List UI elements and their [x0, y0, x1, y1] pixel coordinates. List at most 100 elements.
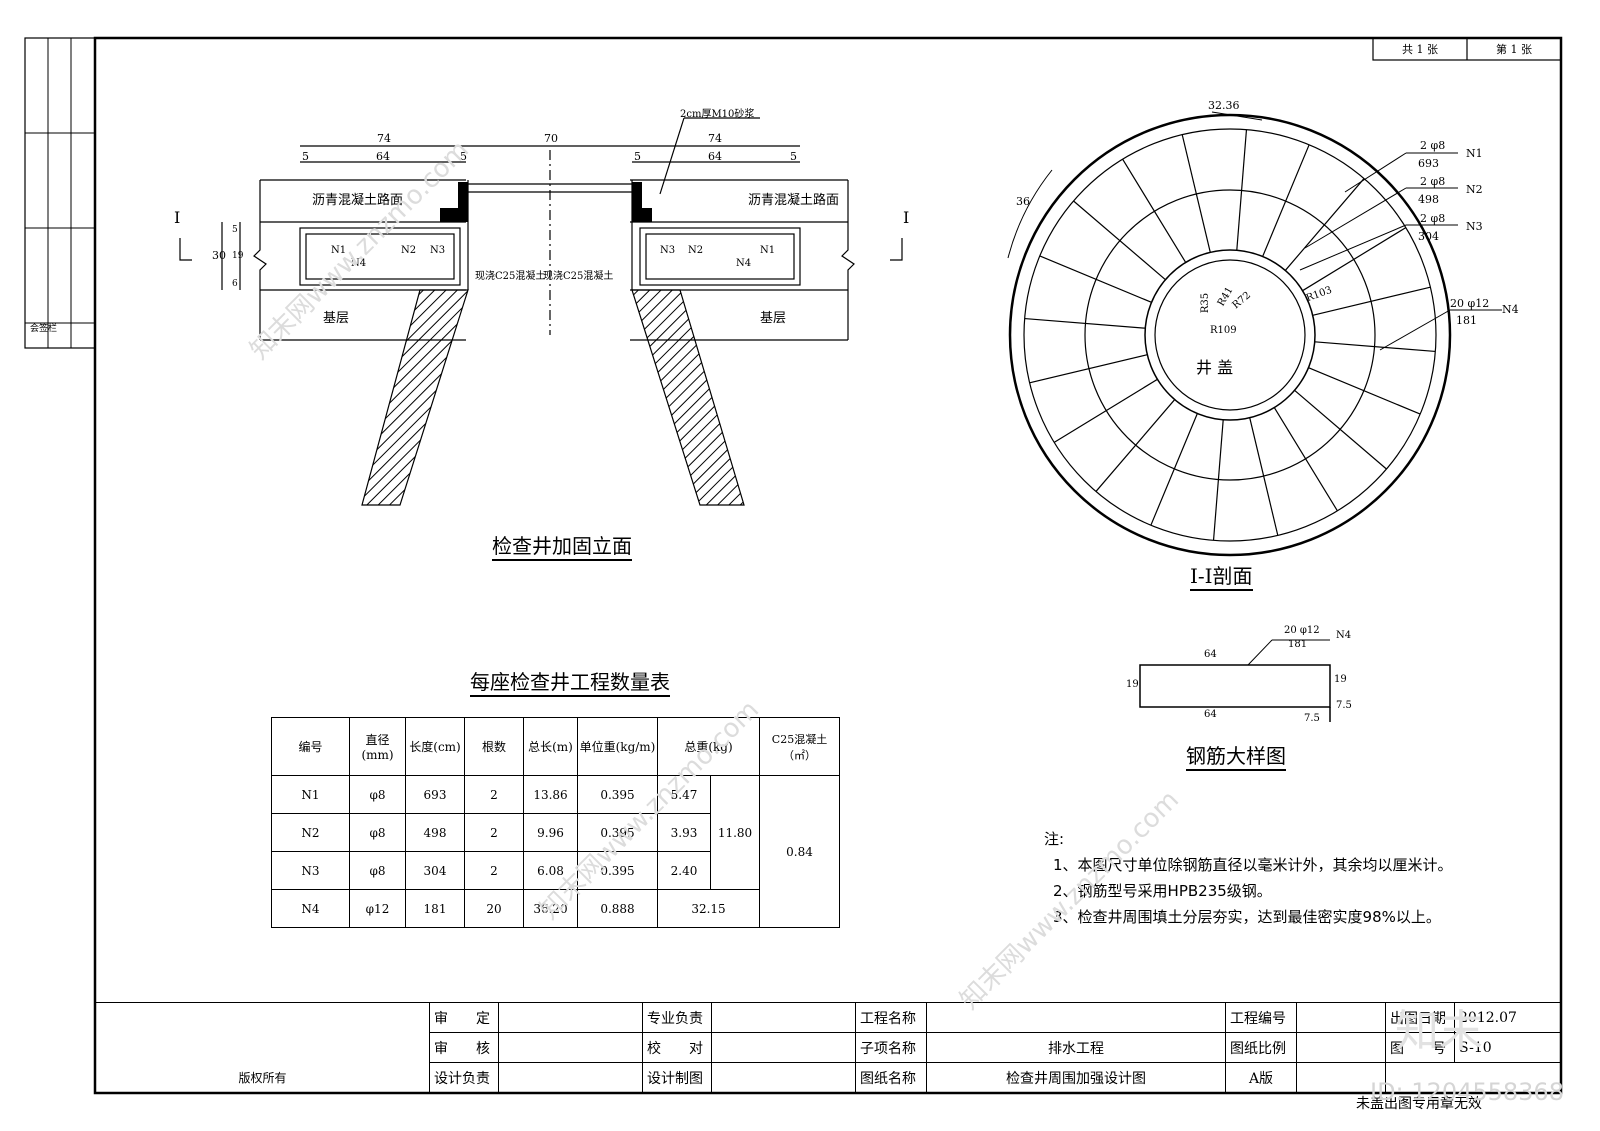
tb-date-label: 出图日期: [1385, 1002, 1455, 1033]
tb-scale-label: 图纸比例: [1225, 1032, 1297, 1063]
tb-drawing-name-value: 检查井周围加强设计图: [926, 1062, 1226, 1093]
cell-count: 20: [464, 889, 524, 928]
leader-n3-id: N3: [1466, 220, 1483, 233]
height-total: 30: [212, 249, 226, 262]
pavement-right-label: 沥青混凝土路面: [748, 193, 840, 208]
cell-count: 2: [464, 813, 524, 852]
cell-length: 304: [405, 851, 465, 890]
sheet-page: 第 1 张: [1496, 43, 1532, 56]
leader-n1-qty: 2 φ8: [1420, 139, 1446, 152]
cell-total-length: 9.96: [523, 813, 578, 852]
tb-approve-label: 审 定: [429, 1002, 499, 1033]
leader-n2-qty: 2 φ8: [1420, 175, 1446, 188]
radial-bar: [1236, 129, 1248, 251]
dim-left-b: 5: [460, 150, 467, 163]
dim-right-b: 5: [790, 150, 797, 163]
dim-right-total: 74: [708, 132, 722, 145]
leader-n4-len: 181: [1456, 314, 1477, 327]
cell-id: N4: [271, 889, 350, 928]
tb-project-no-label: 工程编号: [1225, 1002, 1297, 1033]
dim-left-inner: 64: [376, 150, 390, 163]
header-unit-weight: 单位重(kg/m): [577, 717, 658, 776]
cell-id: N2: [271, 813, 350, 852]
detail-title: 钢筋大样图: [1186, 746, 1286, 771]
radial-bar: [1314, 341, 1436, 353]
cell-weight: 32.15: [657, 889, 760, 928]
leader-n3-len: 304: [1418, 230, 1439, 243]
dim-left-a: 5: [302, 150, 309, 163]
cell-diameter: φ8: [349, 813, 406, 852]
quantity-table-title: 每座检查井工程数量表: [470, 672, 670, 697]
detail-right: 19: [1334, 674, 1347, 685]
dim-right-a: 5: [634, 150, 641, 163]
stamp-note: 未盖出图专用章无效: [1356, 1096, 1482, 1112]
detail-hook-b: 7.5: [1304, 713, 1320, 724]
leader-n1-id: N1: [1466, 147, 1483, 160]
table-row: N4 φ12 181 20 36.20 0.888 32.15: [271, 889, 840, 928]
radial-bar: [1212, 419, 1224, 541]
dim-top: 32.36: [1208, 99, 1240, 112]
header-diameter: 直径(mm): [349, 717, 406, 776]
section-drawing: [1007, 111, 1502, 557]
copyright-label: 版权所有: [95, 1002, 430, 1093]
bar-label-n3-left: N3: [430, 245, 446, 256]
header-count: 根数: [464, 717, 524, 776]
leader-n2-id: N2: [1466, 183, 1483, 196]
leader-n4-id: N4: [1502, 303, 1519, 316]
pavement-left-label: 沥青混凝土路面: [312, 193, 404, 208]
sheet-total: 共 1 张: [1402, 43, 1438, 56]
radial-bar: [1294, 389, 1387, 470]
left-foundation-hatch: [361, 289, 469, 506]
cell-total-length: 6.08: [523, 851, 578, 890]
tb-project-value: [926, 1002, 1226, 1033]
cell-weight: 5.47: [657, 775, 711, 814]
tb-lead-label: 专业负责: [642, 1002, 712, 1033]
tb-design-lead-label: 设计负责: [429, 1062, 499, 1093]
tb-drawing-name-label: 图纸名称: [855, 1062, 927, 1093]
concrete-left-label: 现浇C25混凝土: [475, 271, 546, 282]
cell-total-length: 13.86: [523, 775, 578, 814]
cell-count: 2: [464, 851, 524, 890]
watermark-logo: 知末: [1395, 1006, 1483, 1057]
detail-top: 64: [1204, 649, 1217, 660]
bar-detail-drawing: [1139, 639, 1331, 722]
leader-n3-qty: 2 φ8: [1420, 212, 1446, 225]
leader-n1-len: 693: [1418, 157, 1439, 170]
cell-unit-weight: 0.395: [577, 775, 658, 814]
header-total-length: 总长(m): [523, 717, 578, 776]
cell-diameter: φ8: [349, 775, 406, 814]
tb-version-label: A版: [1225, 1062, 1297, 1093]
tb-drawing-no-value: S-10: [1454, 1032, 1561, 1063]
radial-bar: [1095, 399, 1176, 492]
note-item: 1、本图尺寸单位除钢筋直径以毫米计外，其余均以厘米计。: [1053, 856, 1453, 874]
header-total-weight: 总重(kg): [657, 717, 760, 776]
detail-hook-a: 7.5: [1336, 700, 1352, 711]
title-block: 版权所有 审 定 专业负责 工程名称 工程编号 出图日期 2012.07 审 核…: [95, 1002, 1561, 1093]
cell-diameter: φ8: [349, 851, 406, 890]
bar-label-n2-right: N2: [688, 245, 704, 256]
cell-count: 2: [464, 775, 524, 814]
tb-subitem-label: 子项名称: [855, 1032, 927, 1063]
bar-label-n2-left: N2: [401, 245, 417, 256]
radial-bar: [1302, 227, 1407, 292]
section-mark-left: I: [174, 208, 181, 227]
cell-id: N1: [271, 775, 350, 814]
radial-bar: [1249, 417, 1279, 536]
height-c: 6: [232, 279, 238, 289]
section-title: I-I剖面: [1190, 566, 1253, 591]
table-row: N3 φ8 304 2 6.08 0.395 2.40: [271, 851, 840, 890]
base-left-label: 基层: [323, 311, 350, 326]
mortar-label: 2cm厚M10砂浆: [680, 109, 755, 120]
r35-label: R35: [1200, 292, 1212, 314]
cell-unit-weight: 0.395: [577, 851, 658, 890]
dim-arc: 36: [1016, 195, 1030, 208]
height-a: 5: [232, 225, 238, 235]
cell-unit-weight: 0.395: [577, 813, 658, 852]
radial-bar: [1073, 200, 1166, 281]
leader-n2-len: 498: [1418, 193, 1439, 206]
bar-label-n1-left: N1: [331, 245, 347, 256]
note-item: 3、检查井周围填土分层夯实，达到最佳密实度98%以上。: [1053, 908, 1441, 926]
leader-n4-qty: 20 φ12: [1450, 297, 1490, 310]
tb-subitem-value: 排水工程: [926, 1032, 1226, 1063]
